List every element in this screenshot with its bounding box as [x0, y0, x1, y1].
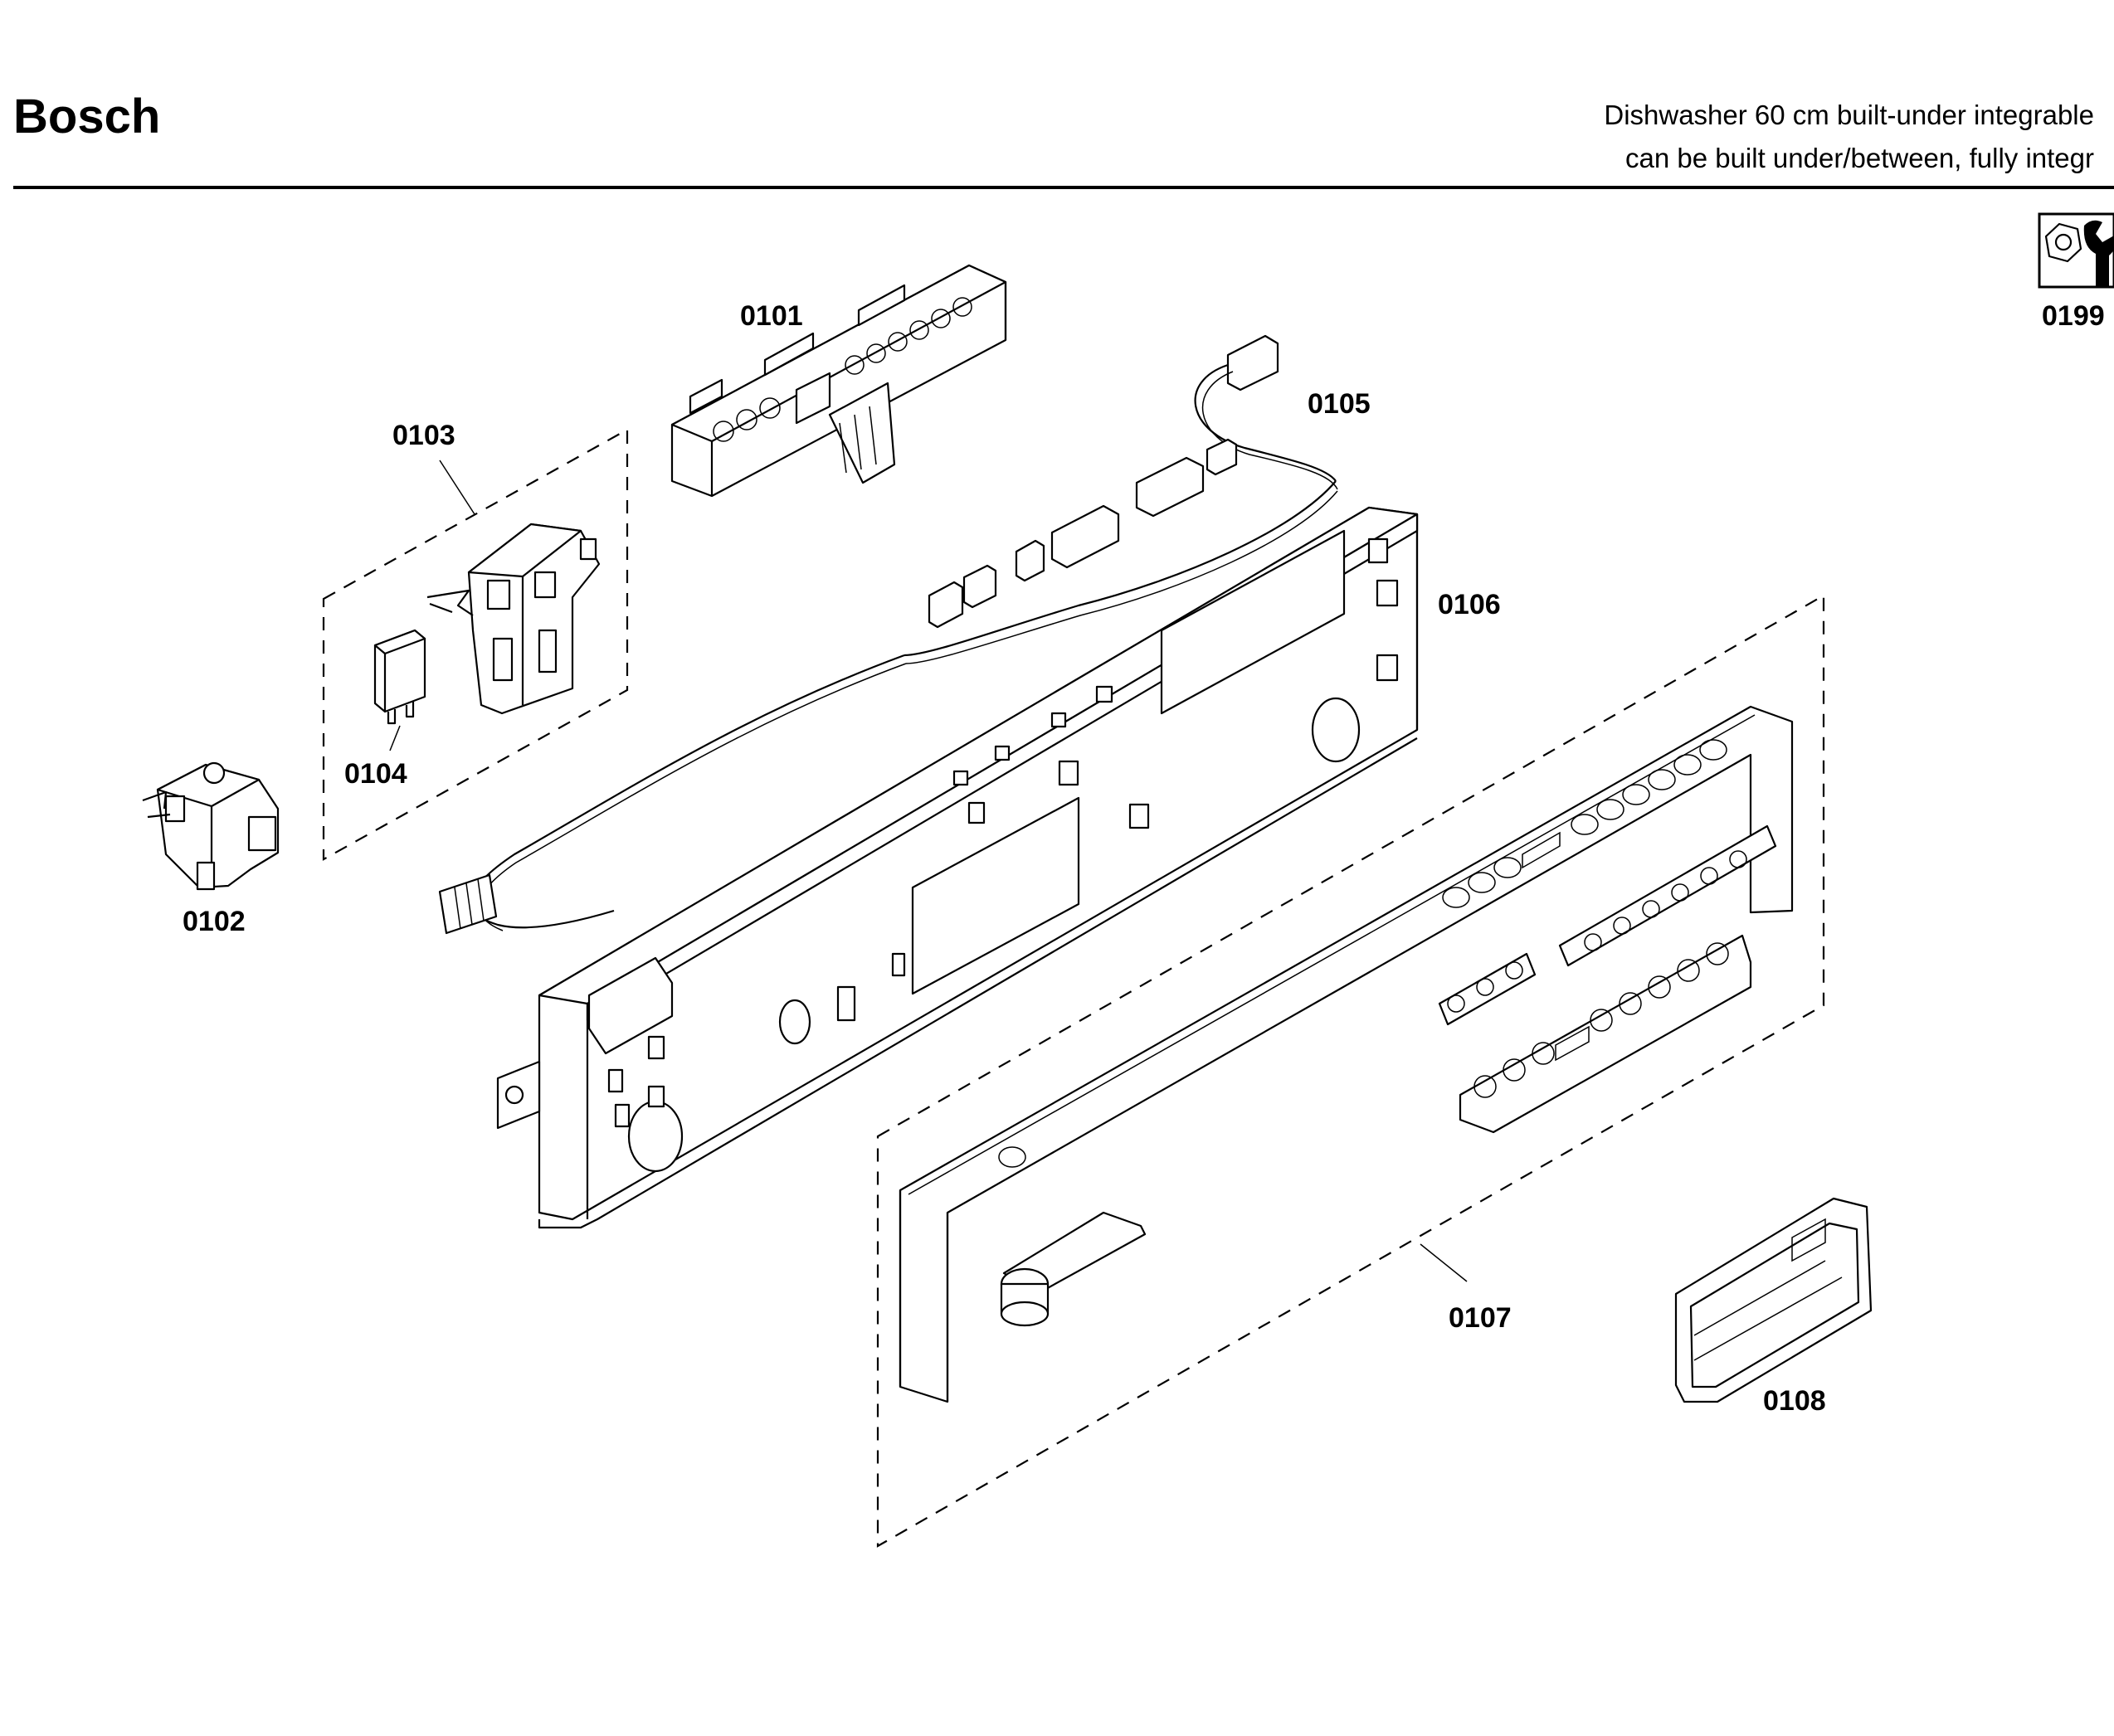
part-0104-switch	[373, 629, 426, 751]
part-0103-group-outline	[322, 428, 629, 861]
part-0107-fascia-frame	[899, 705, 1794, 1403]
callout-0102: 0102	[183, 906, 246, 937]
part-0102-latch	[142, 761, 280, 891]
model-description-line1: Dishwasher 60 cm built-under integrable	[1604, 100, 2094, 130]
callout-0106: 0106	[1438, 589, 1501, 620]
callout-0108: 0108	[1763, 1385, 1826, 1417]
wrench-nut-icon	[2038, 212, 2114, 289]
brand-title: Bosch	[13, 90, 161, 143]
part-0108-handle	[1674, 1197, 1873, 1403]
callout-0199: 0199	[2042, 300, 2105, 332]
callout-0101: 0101	[740, 300, 803, 332]
callout-0104: 0104	[344, 758, 407, 790]
callout-0107: 0107	[1449, 1302, 1512, 1334]
part-0106-panel-chassis	[496, 506, 1419, 1229]
callout-0103: 0103	[392, 420, 455, 451]
part-0103-door-lock	[426, 523, 601, 715]
model-description-line2: can be built under/between, fully integr	[1624, 143, 2094, 173]
part-0101-control-module	[670, 264, 1007, 498]
part-0107-group-outline	[876, 594, 1825, 1548]
header-rule	[13, 186, 2114, 189]
part-0105-wiring-harness	[438, 334, 1338, 935]
callout-0105: 0105	[1308, 388, 1371, 420]
